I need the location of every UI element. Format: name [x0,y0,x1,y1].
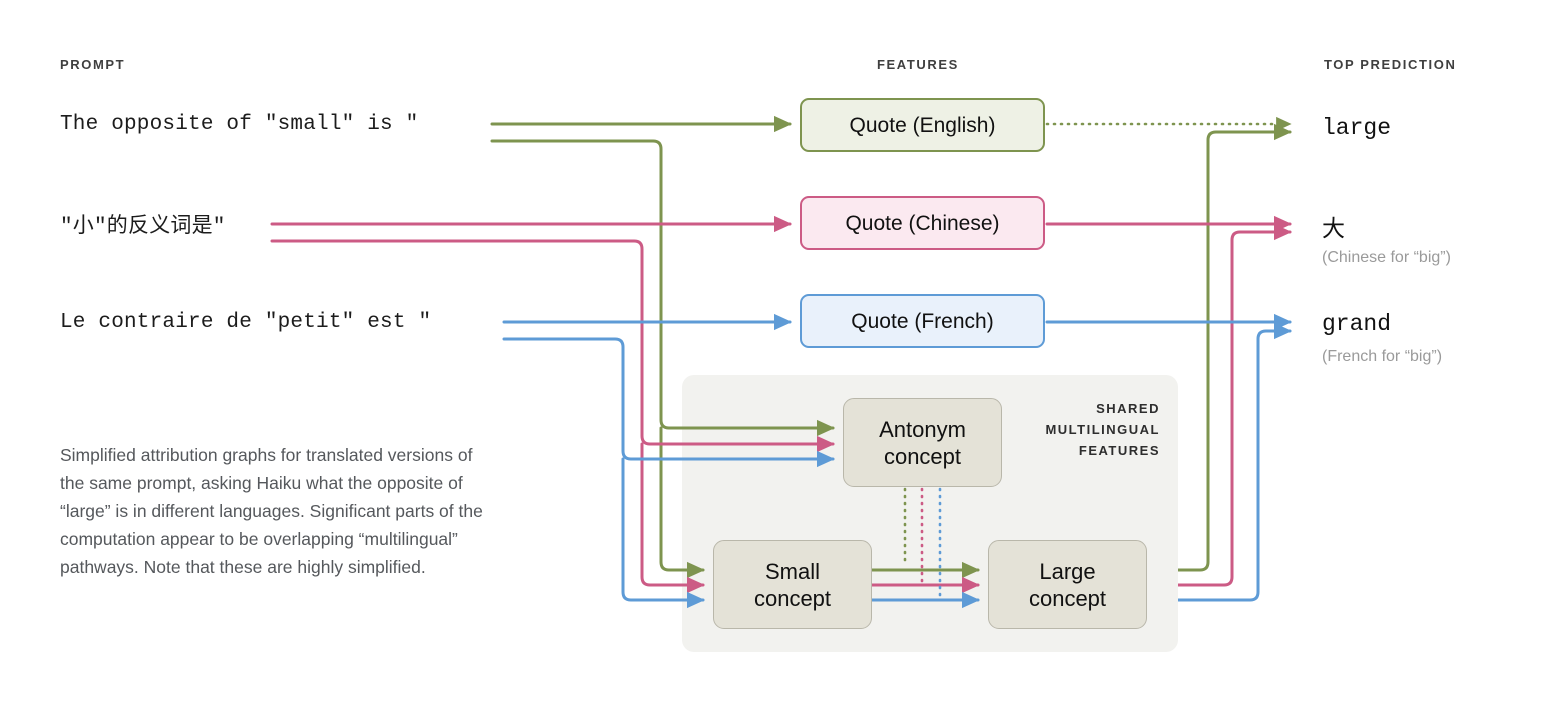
feature-node-quote-french[interactable]: Quote (French) [800,294,1045,348]
concept-label-line2: concept [883,443,962,469]
wire-en-trunk [490,139,835,437]
concept-label: Large concept [1029,558,1106,612]
concept-label-line1: Small [764,558,820,584]
wire-fr-trunk [502,337,835,468]
feature-node-quote-english[interactable]: Quote (English) [800,98,1045,152]
prompt-french: Le contraire de "petit" est " [60,311,432,334]
wire-zh-trunk [270,239,835,453]
feature-label: Quote (French) [851,309,994,333]
concept-node-antonym[interactable]: Antonym concept [843,398,1002,487]
prediction-english: large [1322,115,1392,141]
prediction-french: grand [1322,311,1392,337]
wire-fr-large-to-pred [1145,322,1292,602]
shared-features-label: SHARED MULTILINGUAL FEATURES [1000,398,1160,461]
concept-label: Antonym concept [879,416,966,470]
shared-label-line-1: SHARED [1096,401,1160,416]
column-header-features: FEATURES [877,57,959,72]
prediction-chinese: 大 [1322,217,1345,243]
prediction-french-note: (French for “big”) [1322,348,1443,365]
concept-label-line2: concept [1028,585,1107,611]
feature-node-quote-chinese[interactable]: Quote (Chinese) [800,196,1045,250]
shared-label-line-2: MULTILINGUAL [1045,422,1160,437]
concept-node-large[interactable]: Large concept [988,540,1147,629]
wire-en-large-to-pred [1145,123,1292,572]
shared-label-line-3: FEATURES [1078,443,1160,458]
concept-label: Small concept [754,558,831,612]
prediction-chinese-note: (Chinese for “big”) [1322,249,1451,266]
concept-node-small[interactable]: Small concept [713,540,872,629]
wire-fr-trunk-to-small [621,457,705,609]
column-header-top-prediction: TOP PREDICTION [1324,57,1457,72]
wire-zh-trunk-to-small [640,442,705,594]
wire-en-trunk-to-small [659,426,705,579]
concept-label-line2: concept [753,585,832,611]
figure-caption: Simplified attribution graphs for transl… [60,445,483,577]
wire-zh-large-to-pred [1145,223,1292,587]
prompt-english: The opposite of "small" is " [60,113,419,136]
feature-label: Quote (Chinese) [845,211,1000,235]
feature-label: Quote (English) [849,113,996,137]
column-header-prompt: PROMPT [60,57,126,72]
prompt-chinese: "小"的反义词是" [60,216,226,239]
concept-label-line1: Large [1039,558,1096,584]
concept-label-line1: Antonym [879,416,966,442]
